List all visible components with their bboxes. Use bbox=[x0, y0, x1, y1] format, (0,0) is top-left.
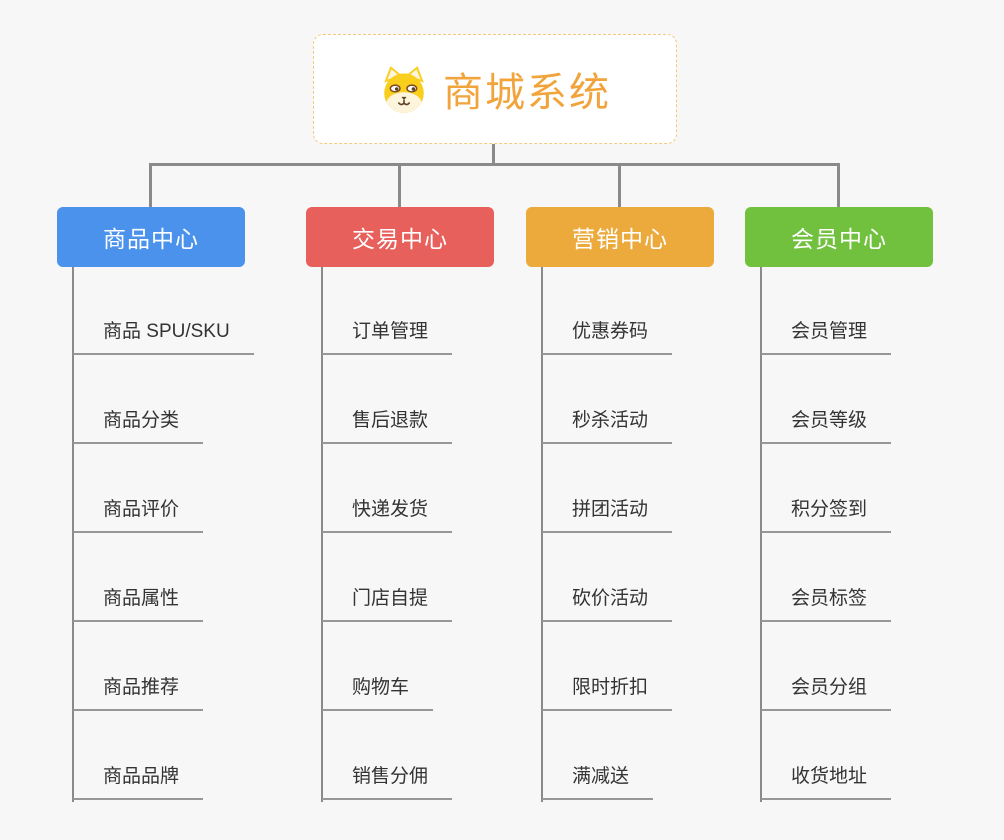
leaf-item[interactable]: 售后退款 bbox=[322, 408, 453, 444]
leaf-item[interactable]: 会员管理 bbox=[761, 319, 892, 355]
branch-label: 营销中心 bbox=[572, 226, 668, 252]
dog-icon bbox=[379, 65, 429, 113]
leaf-item[interactable]: 销售分佣 bbox=[322, 764, 453, 800]
leaf-item[interactable]: 积分签到 bbox=[761, 497, 892, 533]
branch-group-member: 会员中心 会员管理 会员等级 积分签到 会员标签 会员分组 收货地址 bbox=[745, 207, 985, 807]
branch-label: 商品中心 bbox=[103, 226, 199, 252]
leaf-item[interactable]: 秒杀活动 bbox=[542, 408, 673, 444]
leaf-item[interactable]: 优惠券码 bbox=[542, 319, 673, 355]
connector-horizontal-bar bbox=[149, 163, 840, 166]
branch-node-trade[interactable]: 交易中心 bbox=[306, 207, 494, 267]
leaf-item[interactable]: 满减送 bbox=[542, 764, 654, 800]
connector-root-stub bbox=[492, 143, 495, 166]
leaf-item[interactable]: 会员标签 bbox=[761, 586, 892, 622]
branch-node-product[interactable]: 商品中心 bbox=[57, 207, 245, 267]
leaf-item[interactable]: 商品属性 bbox=[73, 586, 204, 622]
branch-node-member[interactable]: 会员中心 bbox=[745, 207, 933, 267]
leaf-item[interactable]: 订单管理 bbox=[322, 319, 453, 355]
branch-label: 会员中心 bbox=[791, 226, 887, 252]
leaf-item[interactable]: 商品分类 bbox=[73, 408, 204, 444]
leaf-item[interactable]: 会员等级 bbox=[761, 408, 892, 444]
connector-drop-member bbox=[837, 163, 840, 209]
leaf-item[interactable]: 商品 SPU/SKU bbox=[73, 319, 254, 355]
leaf-item[interactable]: 购物车 bbox=[322, 675, 434, 711]
connector-branch-spine bbox=[760, 267, 762, 802]
branch-node-marketing[interactable]: 营销中心 bbox=[526, 207, 714, 267]
branch-group-marketing: 营销中心 优惠券码 秒杀活动 拼团活动 砍价活动 限时折扣 满减送 bbox=[526, 207, 766, 807]
leaf-item[interactable]: 快递发货 bbox=[322, 497, 453, 533]
root-title: 商城系统 bbox=[443, 71, 611, 115]
leaf-item[interactable]: 商品推荐 bbox=[73, 675, 204, 711]
root-node[interactable]: 商城系统 bbox=[313, 34, 677, 144]
branch-label: 交易中心 bbox=[352, 226, 448, 252]
leaf-item[interactable]: 砍价活动 bbox=[542, 586, 673, 622]
branch-group-product: 商品中心 商品 SPU/SKU 商品分类 商品评价 商品属性 商品推荐 商品品牌 bbox=[57, 207, 297, 807]
leaf-item[interactable]: 限时折扣 bbox=[542, 675, 673, 711]
leaf-item[interactable]: 收货地址 bbox=[761, 764, 892, 800]
connector-branch-spine bbox=[72, 267, 74, 802]
branch-group-trade: 交易中心 订单管理 售后退款 快递发货 门店自提 购物车 销售分佣 bbox=[306, 207, 546, 807]
leaf-item[interactable]: 商品品牌 bbox=[73, 764, 204, 800]
connector-drop-marketing bbox=[618, 163, 621, 209]
connector-drop-trade bbox=[398, 163, 401, 209]
leaf-item[interactable]: 拼团活动 bbox=[542, 497, 673, 533]
connector-branch-spine bbox=[541, 267, 543, 802]
leaf-item[interactable]: 门店自提 bbox=[322, 586, 453, 622]
connector-drop-product bbox=[149, 163, 152, 209]
leaf-item[interactable]: 商品评价 bbox=[73, 497, 204, 533]
leaf-item[interactable]: 会员分组 bbox=[761, 675, 892, 711]
connector-branch-spine bbox=[321, 267, 323, 802]
